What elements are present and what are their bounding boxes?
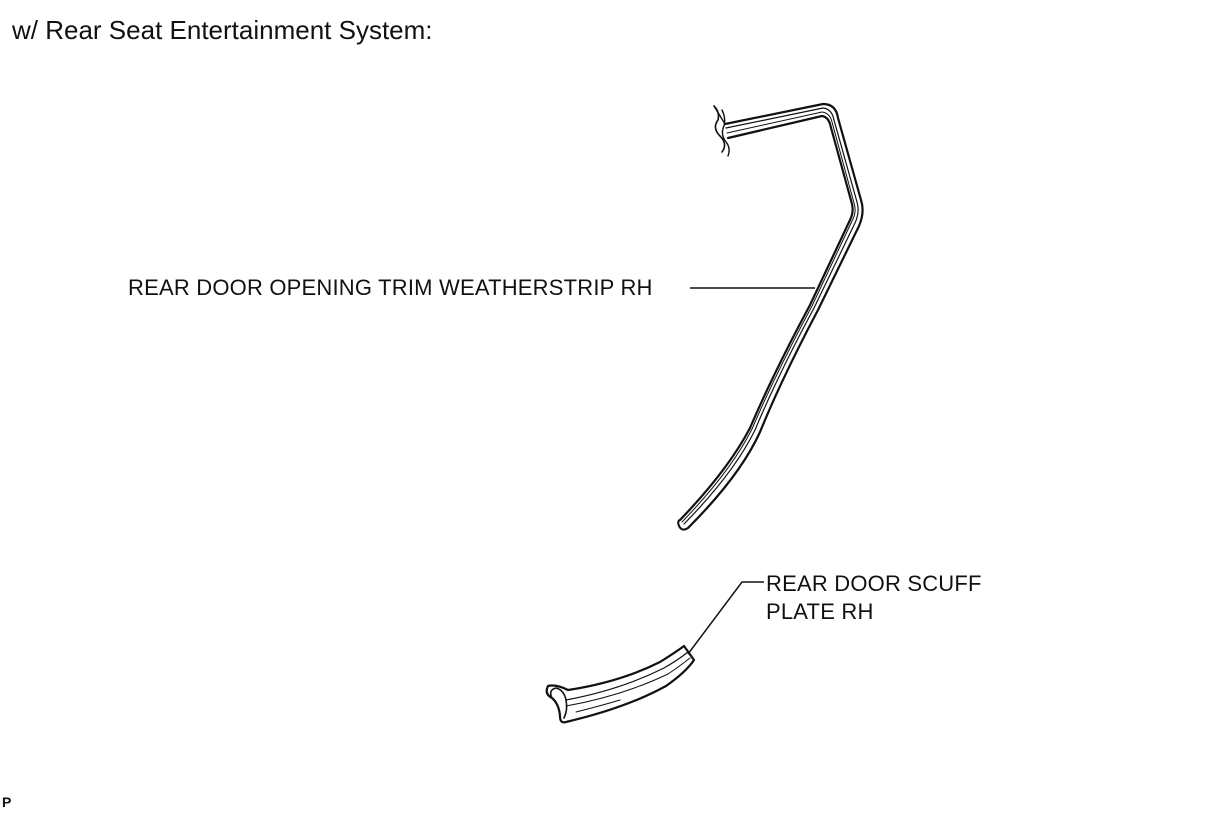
scuff-plate-label: REAR DOOR SCUFF PLATE RH	[766, 570, 982, 626]
figure-code: P	[2, 794, 12, 810]
diagram-heading: w/ Rear Seat Entertainment System:	[12, 15, 433, 45]
weatherstrip-rh-part	[677, 102, 864, 531]
scuff-plate-label-line1: REAR DOOR SCUFF	[766, 571, 982, 596]
scuff-leader-line	[687, 581, 764, 655]
weatherstrip-label: REAR DOOR OPENING TRIM WEATHERSTRIP RH	[128, 275, 653, 300]
scuff-plate-rh-part	[545, 644, 696, 724]
scuff-plate-label-line2: PLATE RH	[766, 599, 874, 624]
